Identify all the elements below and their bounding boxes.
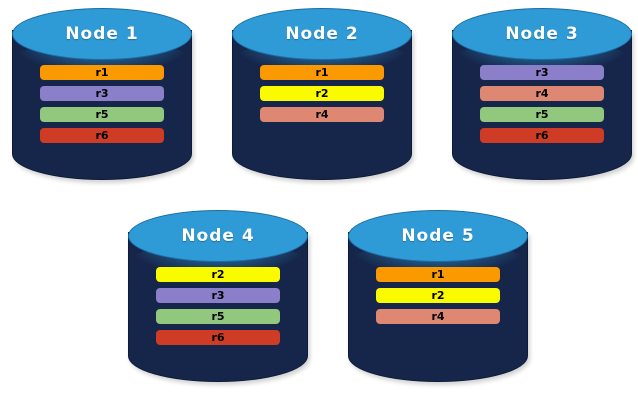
cylinder-top-ellipse: Node 4 bbox=[128, 210, 308, 262]
replica-list: r1 r2 r4 bbox=[376, 267, 500, 324]
replica-label: r4 bbox=[431, 310, 445, 323]
cylinder-top-ellipse: Node 1 bbox=[12, 8, 192, 60]
replica-label: r4 bbox=[535, 87, 549, 100]
replica-label: r5 bbox=[535, 108, 549, 121]
replica-bar-r4[interactable]: r4 bbox=[260, 107, 384, 122]
replica-label: r6 bbox=[535, 129, 549, 142]
replica-label: r6 bbox=[95, 129, 109, 142]
replica-label: r1 bbox=[431, 268, 445, 281]
replica-bar-r3[interactable]: r3 bbox=[156, 288, 280, 303]
replica-label: r1 bbox=[315, 66, 329, 79]
replica-list: r2 r3 r5 r6 bbox=[156, 267, 280, 345]
database-node-5[interactable]: Node 5 r1 r2 r4 bbox=[348, 210, 528, 388]
replica-bar-r6[interactable]: r6 bbox=[480, 128, 604, 143]
replica-bar-r6[interactable]: r6 bbox=[40, 128, 164, 143]
replica-bar-r6[interactable]: r6 bbox=[156, 330, 280, 345]
replica-label: r5 bbox=[95, 108, 109, 121]
database-node-1[interactable]: Node 1 r1 r3 r5 r6 bbox=[12, 8, 192, 186]
database-node-2[interactable]: Node 2 r1 r2 r4 bbox=[232, 8, 412, 186]
replica-bar-r1[interactable]: r1 bbox=[376, 267, 500, 282]
replica-list: r1 r2 r4 bbox=[260, 65, 384, 122]
replica-label: r5 bbox=[211, 310, 225, 323]
database-node-4[interactable]: Node 4 r2 r3 r5 r6 bbox=[128, 210, 308, 388]
cylinder-top-ellipse: Node 2 bbox=[232, 8, 412, 60]
replica-bar-r2[interactable]: r2 bbox=[376, 288, 500, 303]
replica-bar-r5[interactable]: r5 bbox=[40, 107, 164, 122]
replica-bar-r5[interactable]: r5 bbox=[480, 107, 604, 122]
replica-bar-r3[interactable]: r3 bbox=[40, 86, 164, 101]
cylinder-top-ellipse: Node 5 bbox=[348, 210, 528, 262]
node-title: Node 4 bbox=[181, 226, 255, 246]
replica-label: r3 bbox=[95, 87, 109, 100]
replica-bar-r1[interactable]: r1 bbox=[40, 65, 164, 80]
replica-bar-r4[interactable]: r4 bbox=[376, 309, 500, 324]
replica-bar-r1[interactable]: r1 bbox=[260, 65, 384, 80]
node-title: Node 1 bbox=[65, 24, 139, 44]
replica-bar-r2[interactable]: r2 bbox=[156, 267, 280, 282]
replica-label: r3 bbox=[211, 289, 225, 302]
node-title: Node 5 bbox=[401, 226, 475, 246]
node-title: Node 2 bbox=[285, 24, 359, 44]
replica-bar-r2[interactable]: r2 bbox=[260, 86, 384, 101]
node-title: Node 3 bbox=[505, 24, 579, 44]
replica-list: r3 r4 r5 r6 bbox=[480, 65, 604, 143]
replica-label: r6 bbox=[211, 331, 225, 344]
replica-bar-r3[interactable]: r3 bbox=[480, 65, 604, 80]
replica-label: r3 bbox=[535, 66, 549, 79]
replica-label: r2 bbox=[431, 289, 445, 302]
replica-label: r1 bbox=[95, 66, 109, 79]
replica-list: r1 r3 r5 r6 bbox=[40, 65, 164, 143]
replica-label: r2 bbox=[211, 268, 225, 281]
replica-label: r4 bbox=[315, 108, 329, 121]
database-node-3[interactable]: Node 3 r3 r4 r5 r6 bbox=[452, 8, 632, 186]
cylinder-top-ellipse: Node 3 bbox=[452, 8, 632, 60]
replica-label: r2 bbox=[315, 87, 329, 100]
replica-bar-r4[interactable]: r4 bbox=[480, 86, 604, 101]
replica-bar-r5[interactable]: r5 bbox=[156, 309, 280, 324]
